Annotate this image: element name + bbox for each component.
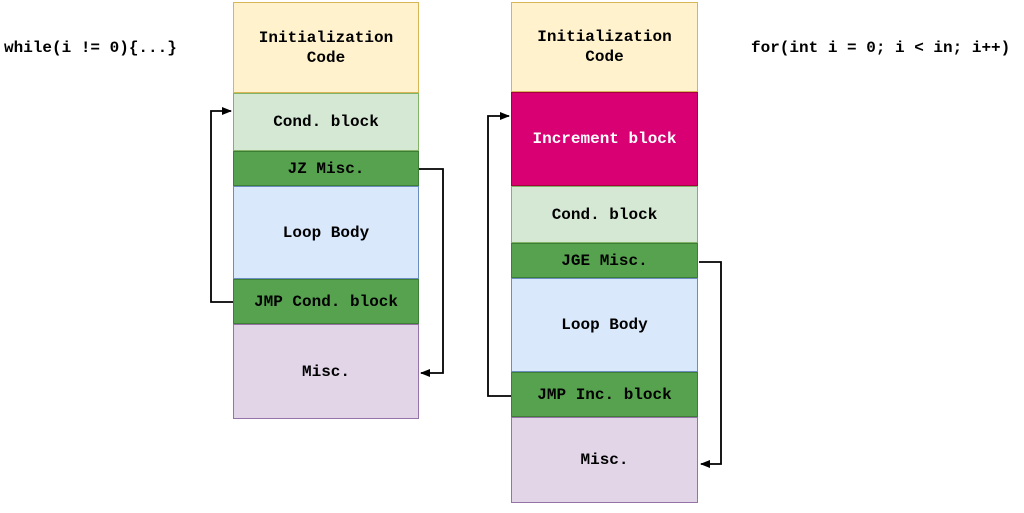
while-initialization-code-block: Initialization Code bbox=[233, 2, 419, 93]
for-initialization-code-block: Initialization Code bbox=[511, 2, 698, 92]
block-label: Misc. bbox=[580, 451, 629, 469]
block-label: JZ Misc. bbox=[287, 159, 365, 178]
for-jmp-inc-block: JMP Inc. block bbox=[511, 372, 698, 417]
block-label: JMP Inc. block bbox=[537, 385, 672, 404]
block-label: Initialization Code bbox=[258, 28, 394, 67]
for-jge-misc-block: JGE Misc. bbox=[511, 243, 698, 278]
for-code-label: for(int i = 0; i < in; i++) bbox=[751, 39, 1011, 57]
block-label: Cond. block bbox=[551, 205, 658, 224]
for-exit-arrow bbox=[699, 261, 722, 468]
block-label: Misc. bbox=[301, 362, 350, 381]
block-label: Cond. block bbox=[273, 113, 379, 131]
block-label: Initialization Code bbox=[537, 28, 672, 66]
block-label: Loop Body bbox=[561, 316, 648, 334]
while-loopback-arrow bbox=[210, 107, 233, 303]
while-code-label: while(i != 0){...} bbox=[4, 39, 177, 57]
for-loopback-arrow bbox=[487, 112, 511, 397]
block-label: JMP Cond. block bbox=[253, 292, 399, 311]
while-loop-body-block: Loop Body bbox=[233, 186, 419, 279]
for-cond-block: Cond. block bbox=[511, 186, 698, 243]
while-exit-arrow bbox=[419, 168, 444, 377]
for-loop-body-block: Loop Body bbox=[511, 278, 698, 372]
block-label: Increment block bbox=[532, 130, 677, 148]
block-label: Loop Body bbox=[282, 223, 370, 242]
while-misc-block: Misc. bbox=[233, 324, 419, 419]
while-cond-block: Cond. block bbox=[233, 93, 419, 151]
for-misc-block: Misc. bbox=[511, 417, 698, 503]
while-block-stack: Initialization Code Cond. block JZ Misc.… bbox=[233, 2, 419, 419]
block-label: JGE Misc. bbox=[561, 251, 648, 270]
for-increment-block: Increment block bbox=[511, 92, 698, 186]
for-block-stack: Initialization Code Increment block Cond… bbox=[511, 2, 698, 503]
while-jz-misc-block: JZ Misc. bbox=[233, 151, 419, 186]
while-jmp-cond-block: JMP Cond. block bbox=[233, 279, 419, 324]
